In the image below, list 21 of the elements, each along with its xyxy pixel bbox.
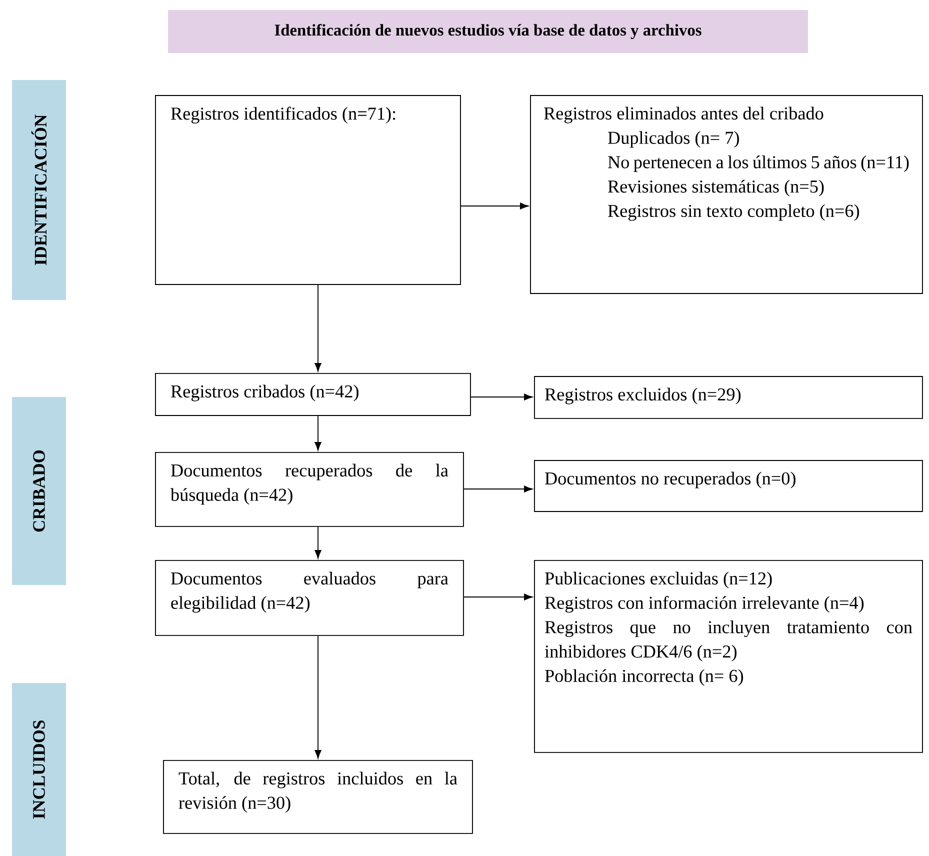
- process-box: Registros eliminados antes del cribado Duplicados (n= 7) No pertenecen a los últimos 5 años (n=11) Revisiones sistemáticas (n=5) Registros sin texto completo (n=6): [530, 95, 923, 294]
- process-box: Registros excluidos (n=29): [534, 376, 923, 419]
- process-box: Documentos no recuperados (n=0): [534, 460, 923, 512]
- arrow: [463, 486, 532, 492]
- arrow: [314, 526, 322, 558]
- arrow: [314, 635, 322, 758]
- process-box: Publicaciones excluidas (n=12) Registros con información irrelevante (n=4) Registros que no incluyen tratamiento con inhibidores CDK4/6 (n=2) Población incorrecta (n= 6): [534, 560, 923, 753]
- phase-band: INCLUIDOS: [12, 683, 66, 856]
- arrow: [460, 202, 528, 210]
- process-box: Registros cribados (n=42): [155, 373, 471, 416]
- process-box: Total, de registros incluidos en la revisión (n=30): [163, 760, 473, 834]
- arrow: [314, 284, 322, 372]
- title-banner: Identificación de nuevos estudios vía base de datos y archivos: [168, 10, 808, 53]
- process-box: Documentos evaluados para elegibilidad (n=42): [155, 560, 464, 636]
- phase-band: IDENTIFICACIÓN: [12, 80, 66, 300]
- process-box: Documentos recuperados de la búsqueda (n=42): [155, 452, 464, 527]
- arrow: [470, 394, 532, 400]
- phase-band: CRIBADO: [12, 397, 66, 585]
- arrow: [463, 594, 532, 600]
- process-box: Registros identificados (n=71):: [155, 95, 461, 285]
- arrow: [314, 415, 322, 450]
